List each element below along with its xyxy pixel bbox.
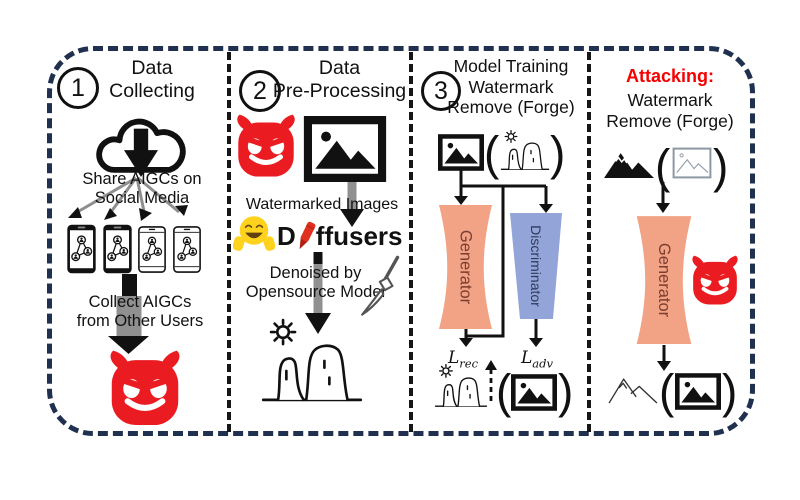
watermarked-images-label: Watermarked Images	[245, 196, 399, 213]
phone-share-icon	[172, 226, 202, 273]
generator-block: Generator	[436, 203, 495, 331]
step-number-2: 2	[239, 70, 281, 112]
generator-block: Generator	[631, 214, 697, 346]
generator-label: Generator	[457, 230, 475, 305]
share-aigcs-label: Share AIGCs on Social Media	[82, 170, 202, 208]
paren-open: (	[659, 364, 675, 418]
discriminator-block: Discriminator	[507, 211, 565, 321]
red-marker-icon	[295, 219, 317, 253]
paren-close: )	[713, 139, 729, 193]
paintbrush-icon	[352, 254, 406, 318]
denoised-landscape-icon	[258, 318, 366, 404]
paren-close: )	[722, 364, 738, 418]
forged-mountains-icon	[607, 372, 659, 406]
panel2-title: Data Pre-Processing	[272, 57, 407, 102]
devil-face-icon	[105, 349, 185, 425]
loss-rec-label: Lrec	[448, 348, 479, 371]
panel-separator-2	[409, 52, 413, 432]
watermarked-image-icon	[303, 116, 387, 182]
diffusers-d: D	[277, 220, 296, 251]
step-number-1: 1	[57, 67, 99, 109]
panel-separator-3	[587, 52, 591, 432]
paren-close: )	[558, 364, 574, 418]
denoised-label: Denoised by Opensource Model	[245, 264, 386, 302]
phone-share-icon	[102, 224, 133, 274]
faint-watermarked-image-icon	[672, 146, 712, 180]
panel3-title: Model Training Watermark Remove (Forge)	[447, 56, 575, 118]
loss-adv-label: Ladv	[521, 348, 554, 371]
panel4-title: Watermark Remove (Forge)	[606, 90, 734, 131]
attacking-label: Attacking:	[625, 66, 714, 86]
denoised-landscape-icon	[433, 363, 489, 409]
generated-image-icon	[511, 374, 557, 411]
hugging-face-icon	[233, 210, 275, 256]
collect-aigcs-label: Collect AIGCs from Other Users	[76, 293, 204, 331]
step-number-3: 3	[421, 71, 461, 111]
paren-open: (	[496, 364, 512, 418]
clean-mountains-icon	[603, 148, 655, 180]
denoised-landscape-icon	[499, 129, 551, 172]
paren-open: (	[655, 139, 671, 193]
devil-face-icon	[689, 252, 741, 307]
generator-label: Generator	[655, 243, 673, 318]
watermarked-image-icon	[438, 134, 484, 171]
panel1-title: Data Collecting	[109, 57, 195, 102]
forged-image-icon	[675, 373, 721, 410]
paren-close: )	[550, 126, 566, 180]
figure-border	[47, 46, 755, 436]
phone-share-icon	[137, 226, 167, 273]
diffusers-logo: D ffusers	[277, 218, 402, 254]
diffusers-rest: ffusers	[315, 220, 403, 251]
panel-separator-1	[227, 52, 231, 432]
phone-share-icon	[66, 224, 97, 274]
discriminator-label: Discriminator	[528, 225, 544, 307]
devil-face-icon	[233, 113, 299, 177]
paren-open: (	[484, 126, 500, 180]
